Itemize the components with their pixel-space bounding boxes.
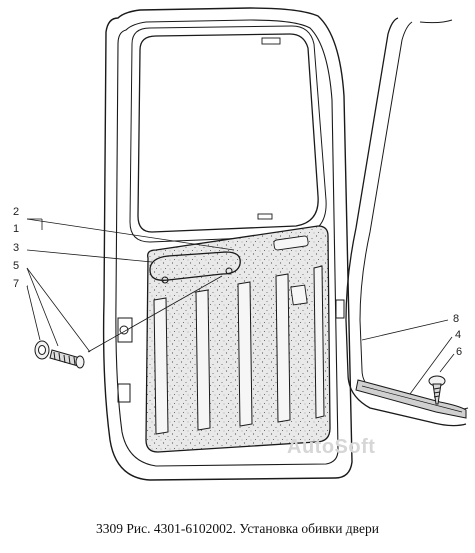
handle-screw-left	[161, 276, 169, 284]
door-lock-button	[290, 284, 308, 306]
body-pillar	[345, 17, 467, 427]
door-window	[137, 33, 319, 233]
callout-2: 2	[13, 206, 20, 218]
window-stop	[257, 213, 273, 220]
body-pillar-edge	[419, 19, 453, 24]
door-window-seal	[129, 25, 327, 243]
callout-4: 4	[455, 329, 462, 341]
handle-screw-right	[225, 267, 233, 275]
washer-part-7	[34, 340, 50, 360]
door-hinge-lower	[117, 383, 131, 403]
callout-6: 6	[456, 346, 463, 358]
callout-7: 7	[13, 278, 20, 290]
panel-upper-plate	[273, 235, 309, 251]
body-pillar-seal	[359, 21, 469, 411]
watermark: AutoSoft	[287, 436, 376, 458]
callout-5: 5	[13, 260, 20, 272]
window-latch	[261, 37, 281, 45]
armrest-handle	[149, 251, 241, 281]
hinge-bolt	[119, 325, 129, 335]
door-outer-frame	[102, 7, 353, 481]
door-hinge-upper	[117, 317, 133, 343]
callout-1: 1	[13, 223, 20, 235]
trim-panel-stripes	[153, 265, 325, 435]
figure-caption: 3309 Рис. 4301-6102002. Установка обивки…	[96, 521, 379, 536]
sill-trim-groove	[361, 385, 463, 413]
screw-part-6	[428, 375, 446, 405]
callout-8: 8	[453, 313, 460, 325]
leader-lines	[26, 218, 455, 395]
door-latch	[335, 299, 345, 319]
callout-3: 3	[13, 242, 20, 254]
bolt-part-5	[49, 349, 85, 369]
door-inner-frame	[115, 19, 339, 467]
